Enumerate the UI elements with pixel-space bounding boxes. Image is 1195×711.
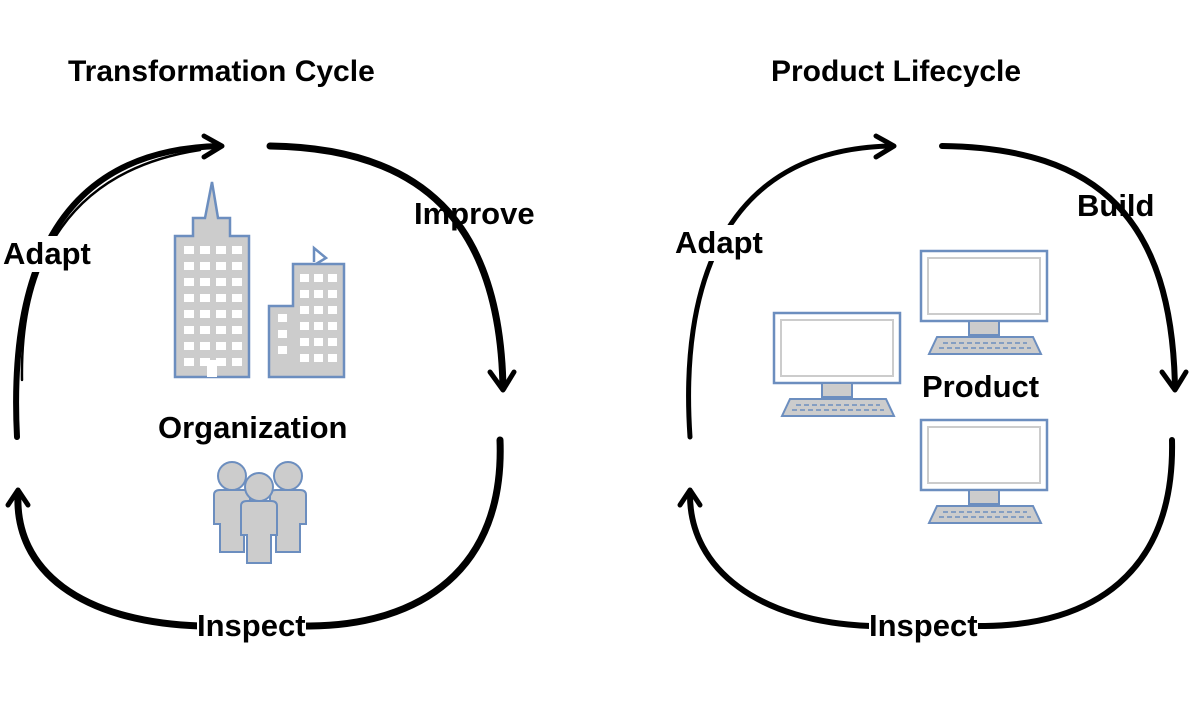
left-step-improve: Improve: [414, 196, 535, 231]
computer-monitor-icon: [919, 249, 1049, 356]
left-adapt-arrowhead: [201, 133, 225, 160]
right-build-arrow: [939, 143, 1178, 391]
right-center-label: Product: [922, 369, 1040, 404]
right-adapt-arrowhead: [873, 133, 897, 160]
computer-monitor-icon: [919, 418, 1049, 525]
computer-monitor-icon: [772, 311, 902, 418]
right-step-build: Build: [1077, 188, 1155, 223]
left-cycle-title: Transformation Cycle: [68, 55, 375, 88]
right-step-inspect: Inspect: [869, 608, 978, 644]
left-improve-arrow: [266, 142, 507, 392]
right-build-arrowhead: [1159, 369, 1189, 393]
left-step-adapt: Adapt: [3, 236, 91, 272]
left-step-inspect: Inspect: [197, 608, 306, 644]
right-step-adapt: Adapt: [675, 225, 763, 261]
people-group-icon: [213, 461, 307, 564]
left-improve-arrowhead: [487, 369, 517, 393]
right-cycle-title: Product Lifecycle: [771, 55, 1022, 88]
right-inspect-arrow: [687, 437, 1176, 629]
left-inspect-arrow: [14, 436, 504, 630]
right-inspect-arrowhead: [677, 487, 703, 508]
left-inspect-arrowhead: [5, 487, 31, 508]
right-adapt-arrow: [686, 143, 893, 440]
left-center-label: Organization: [158, 410, 348, 445]
office-buildings-icon: [173, 181, 346, 379]
